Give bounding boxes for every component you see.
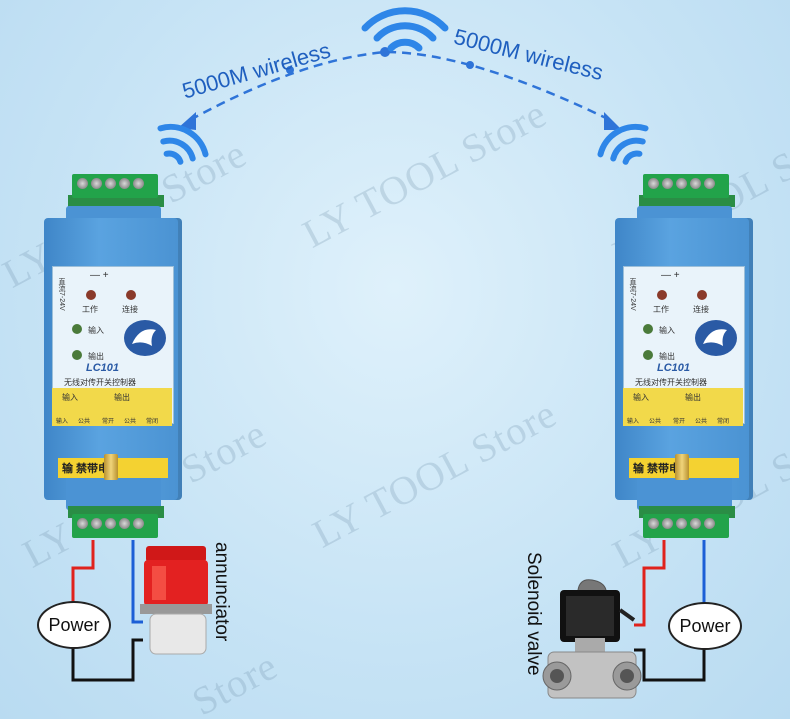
link-led (697, 290, 707, 300)
wifi-icon (361, 7, 449, 52)
terminal-block-top (72, 174, 158, 198)
wire-red (71, 540, 95, 604)
horse-logo-icon (695, 320, 737, 356)
work-led (86, 290, 96, 300)
solenoid-valve-label: Solenoid valve (523, 552, 544, 676)
controller-left: — + 直流7-24V 工作 连接 输入 输出 LC101 无线对传开关控制器 … (44, 170, 184, 550)
horse-logo-icon (124, 320, 166, 356)
solenoid-valve-icon (542, 579, 642, 699)
terminal-block-top (643, 174, 729, 198)
input-led (643, 324, 653, 334)
wire-black (634, 647, 706, 682)
work-led (657, 290, 667, 300)
terminal-block-bottom (72, 514, 158, 538)
wifi-icon (157, 123, 209, 165)
center-dot (380, 47, 390, 57)
controller-right: — + 直流7-24V 工作 连接 输入 输出 LC101 无线对传开关控制器 … (615, 170, 755, 550)
link-led (126, 290, 136, 300)
wire-blue (131, 540, 143, 624)
annunciator-label: annunciator (211, 542, 232, 642)
output-led (72, 350, 82, 360)
output-led (643, 350, 653, 360)
input-led (72, 324, 82, 334)
wire-black (71, 638, 143, 682)
antenna-connector (104, 454, 118, 480)
arrow-left-icon (178, 112, 196, 130)
wireless-arc (189, 50, 611, 122)
annunciator-light-icon (140, 546, 212, 655)
wire-red (634, 540, 666, 627)
power-source-right: Power (668, 602, 742, 650)
wifi-icon (597, 123, 649, 165)
power-source-left: Power (37, 601, 111, 649)
wireless-link-graphic (157, 7, 649, 165)
arrow-right-icon (604, 112, 622, 130)
terminal-block-bottom (643, 514, 729, 538)
antenna-connector (675, 454, 689, 480)
